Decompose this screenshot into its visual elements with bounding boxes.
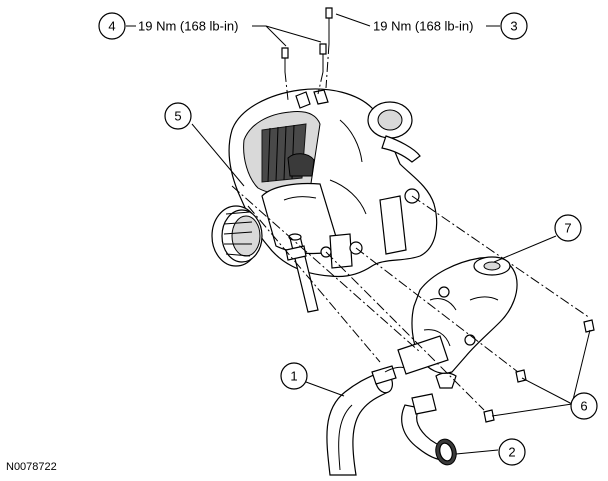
torque-label-left: 19 Nm (168 lb-in) — [138, 19, 238, 34]
callout-7-number: 7 — [564, 221, 571, 236]
assembly-lines — [231, 185, 591, 411]
callout-5: 5 — [164, 102, 192, 130]
leader-lines — [126, 13, 591, 455]
coolant-hose-1 — [326, 365, 407, 476]
callout-1: 1 — [280, 362, 308, 390]
callout-2-number: 2 — [508, 445, 515, 460]
thermostat-housing-7 — [397, 256, 518, 375]
callout-4: 4 — [98, 12, 126, 40]
bolts-top — [281, 7, 333, 101]
coolant-hose-2 — [401, 372, 457, 466]
callout-3: 3 — [500, 12, 528, 40]
pulley — [211, 205, 263, 267]
callout-3-number: 3 — [510, 19, 517, 34]
bypass-tube — [285, 233, 319, 313]
throttle-body-assembly-5 — [228, 88, 438, 278]
torque-label-right: 19 Nm (168 lb-in) — [373, 19, 473, 34]
callout-6: 6 — [570, 392, 598, 420]
callout-4-number: 4 — [108, 19, 115, 34]
figure-id: N0078722 — [6, 461, 57, 473]
callout-1-number: 1 — [290, 369, 297, 384]
callout-6-number: 6 — [580, 399, 587, 414]
callout-5-number: 5 — [174, 109, 181, 124]
callout-2: 2 — [498, 438, 526, 466]
callout-7: 7 — [554, 214, 582, 242]
